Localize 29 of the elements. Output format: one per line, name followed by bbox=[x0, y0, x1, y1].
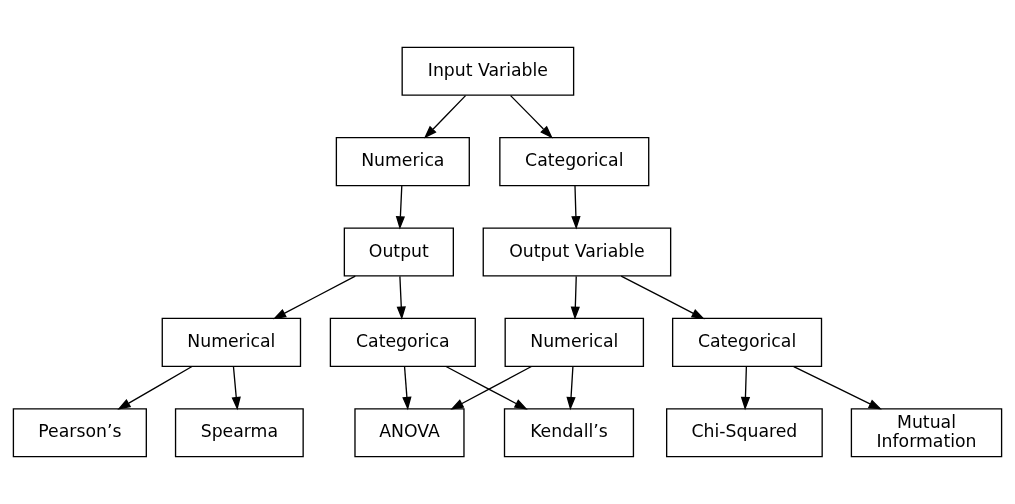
arrow bbox=[396, 275, 406, 320]
arrow bbox=[509, 94, 553, 139]
node-box: Numerica bbox=[335, 137, 470, 187]
node-box: Output bbox=[343, 227, 454, 277]
node-box: Kendall’s bbox=[503, 408, 635, 458]
arrow bbox=[740, 366, 751, 411]
arrow bbox=[571, 185, 581, 230]
arrow bbox=[620, 275, 705, 320]
node-box: Categorical bbox=[671, 317, 823, 367]
node-box: Output Variable bbox=[482, 227, 672, 277]
arrow bbox=[793, 365, 882, 410]
node-box: Mutual Information bbox=[850, 408, 1003, 458]
arrow bbox=[570, 275, 580, 320]
arrow bbox=[272, 275, 356, 320]
node-box: Chi-Squared bbox=[666, 408, 823, 458]
arrow bbox=[423, 94, 467, 139]
arrow bbox=[117, 365, 193, 410]
node-box: Pearson’s bbox=[12, 408, 147, 458]
arrow bbox=[566, 366, 576, 411]
arrow bbox=[231, 366, 241, 411]
arrow bbox=[402, 366, 412, 411]
node-box: Numerical bbox=[161, 317, 302, 367]
node-box: Categorical bbox=[499, 137, 650, 187]
node-box: Spearma bbox=[174, 408, 304, 458]
node-box: Input Variable bbox=[401, 46, 575, 96]
node-box: ANOVA bbox=[354, 408, 465, 458]
node-box: Numerical bbox=[504, 317, 645, 367]
arrow bbox=[395, 185, 406, 230]
node-box: Categorica bbox=[329, 317, 476, 367]
